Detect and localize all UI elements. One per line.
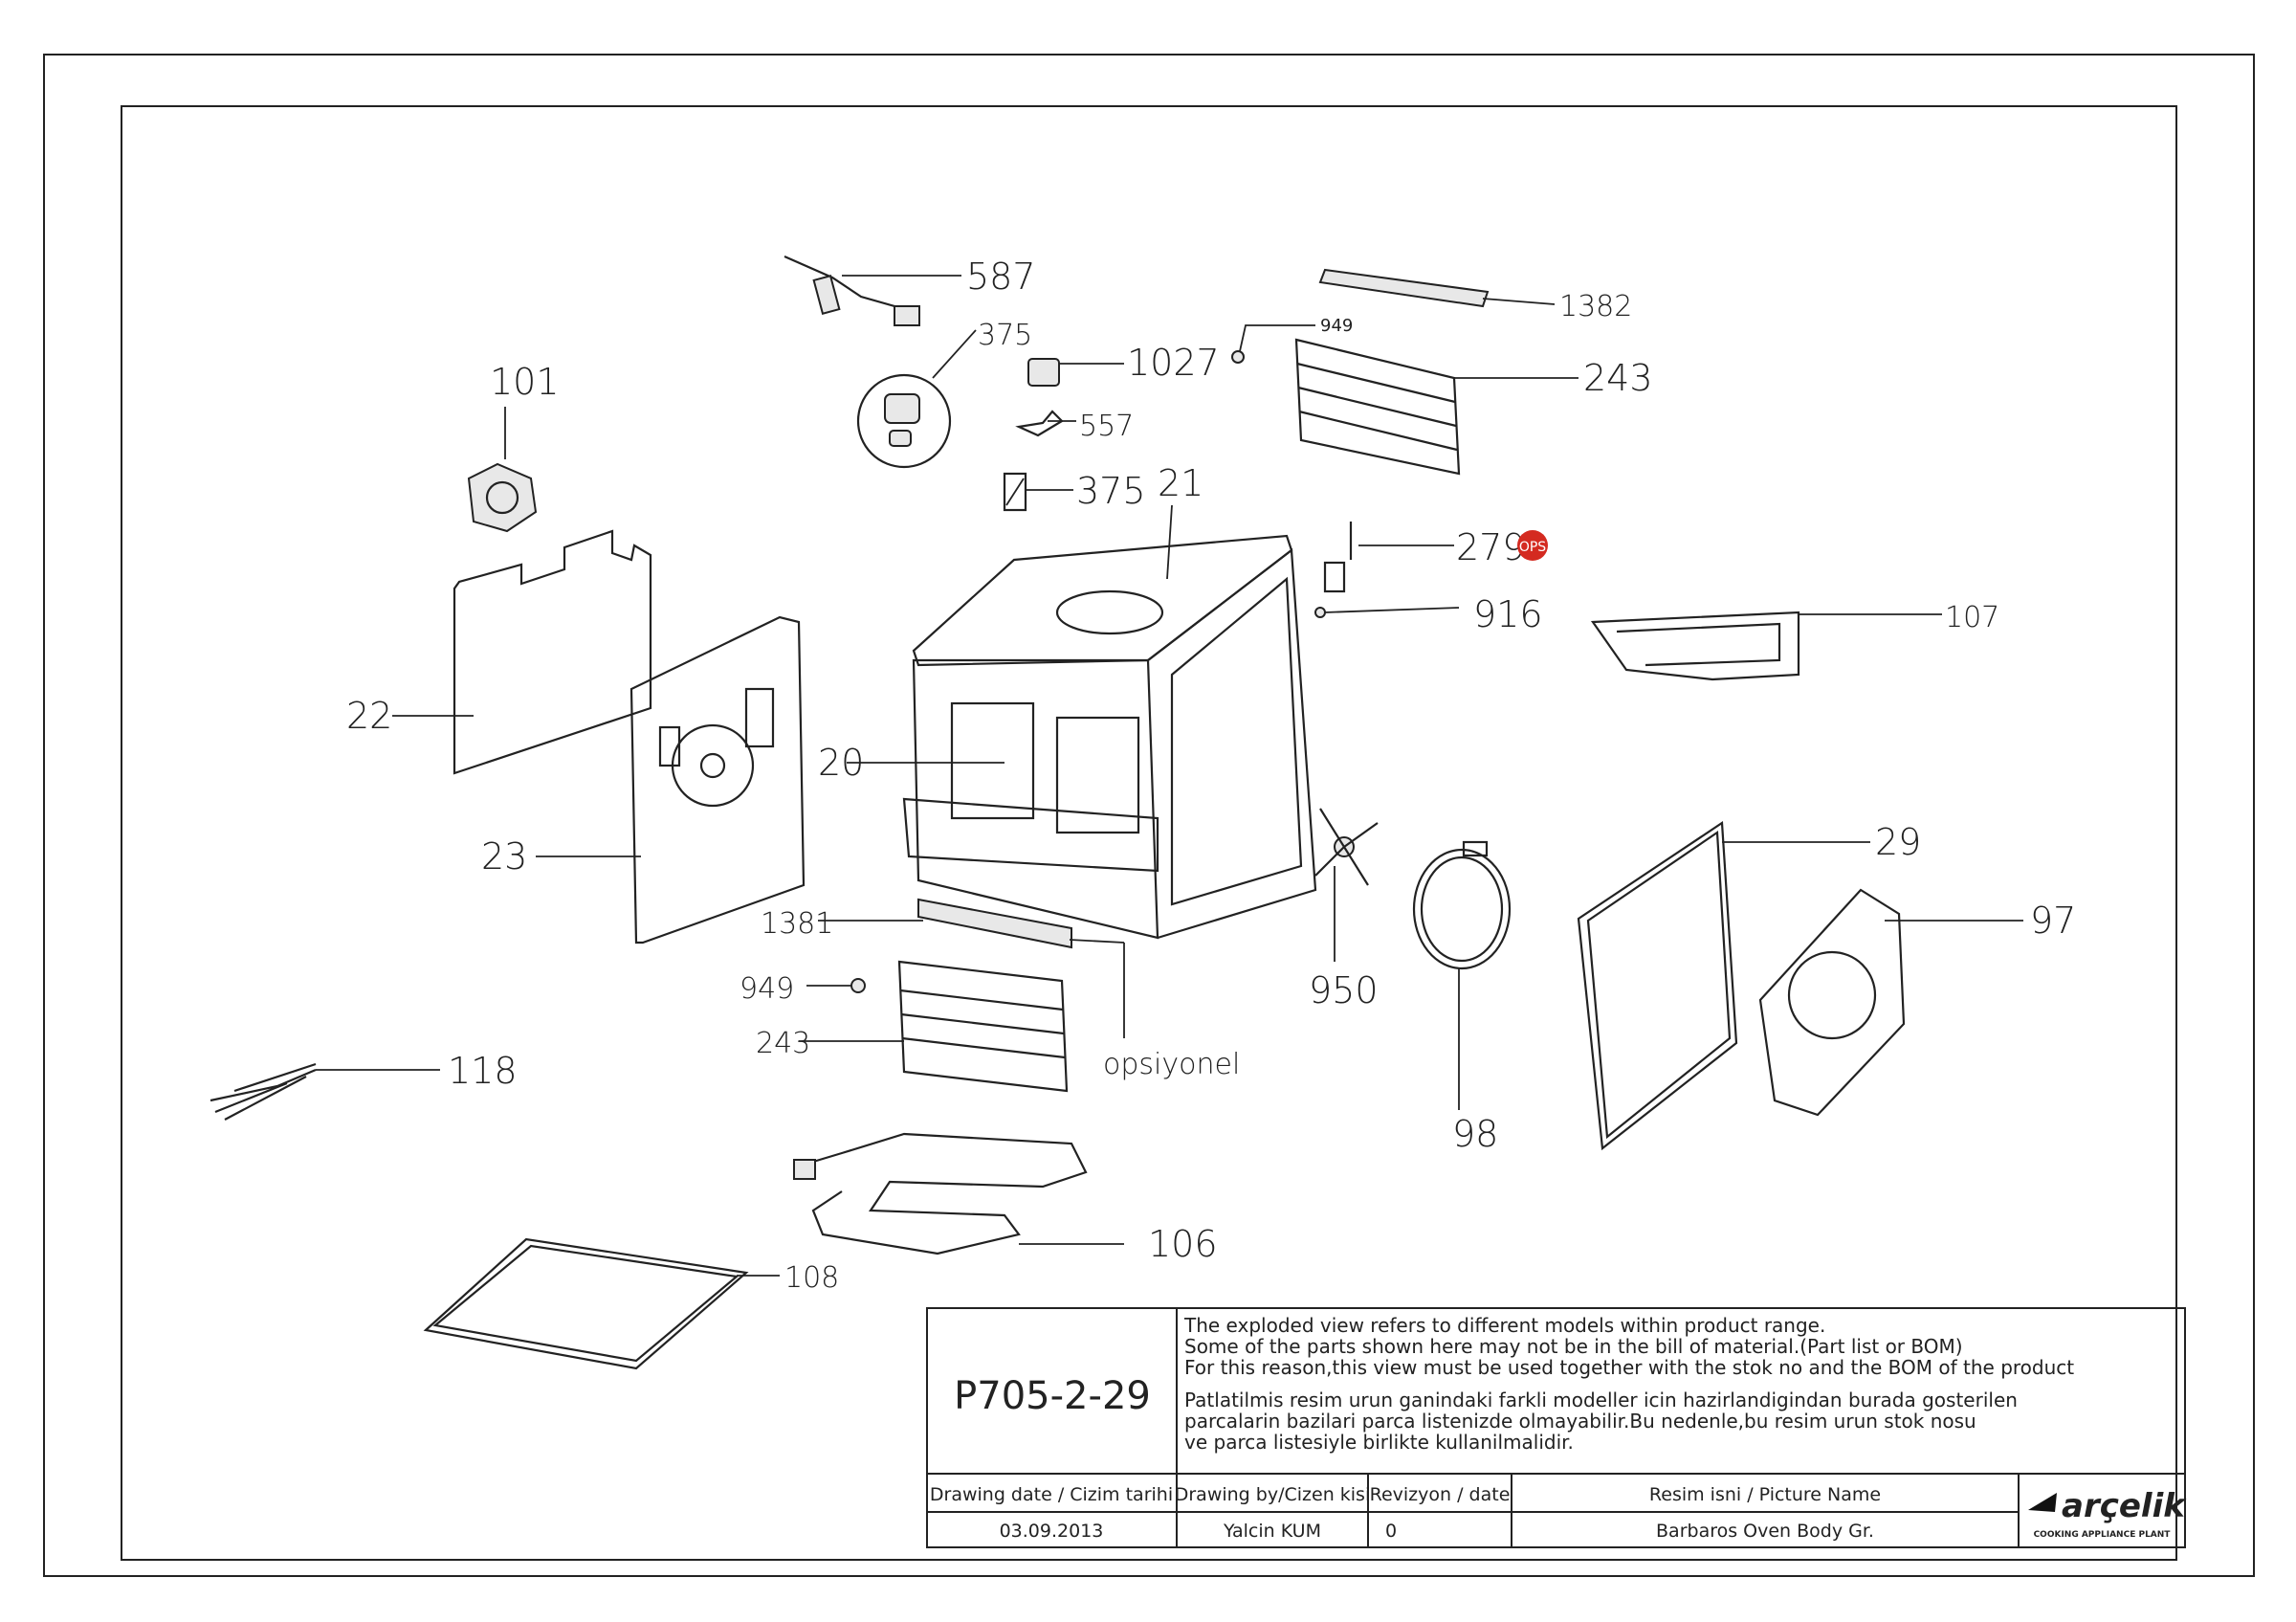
label-950: 950 [1309, 969, 1379, 1011]
part-101-fan-motor [467, 407, 538, 533]
part-557 [1015, 410, 1076, 437]
label-20: 20 [818, 742, 864, 784]
ops-badge [1517, 530, 1548, 561]
value-drawing-date: 03.09.2013 [1000, 1521, 1104, 1542]
title-block [926, 1307, 2186, 1548]
label-587: 587 [966, 256, 1036, 298]
outer-frame [43, 54, 2255, 1577]
label-118: 118 [448, 1050, 518, 1092]
part-23-back-panel [536, 615, 806, 944]
part-20-cavity-body [847, 547, 1317, 940]
brand-logo-mark [2028, 1493, 2057, 1512]
label-375-lamp: 375 [978, 319, 1032, 352]
value-picture-name: Barbaros Oven Body Gr. [1656, 1521, 1874, 1542]
note-tr-2: parcalarin bazilari parca listenizde olm… [1184, 1410, 1976, 1433]
label-949-top: 949 [1320, 316, 1353, 336]
part-375-lamp [856, 329, 977, 469]
note-tr-1: Patlatilmis resim urun ganindaki farkli … [1184, 1389, 2018, 1411]
header-picture-name: Resim isni / Picture Name [1649, 1484, 1881, 1505]
part-1027 [1027, 358, 1124, 387]
label-107: 107 [1945, 601, 1999, 634]
inner-frame [121, 105, 2177, 1561]
part-243-top-shelf [1294, 338, 1578, 476]
label-98: 98 [1452, 1113, 1498, 1155]
label-557: 557 [1079, 410, 1134, 443]
part-950-fan-blade [1314, 808, 1379, 962]
part-106-bottom-element [793, 1132, 1124, 1255]
drawing-code: P705-2-29 [954, 1374, 1151, 1418]
part-1381-rail [818, 898, 1072, 949]
header-revision: Revizyon / date [1370, 1484, 1511, 1505]
brand-plant: COOKING APPLIANCE PLANT [2034, 1530, 2172, 1540]
label-108: 108 [784, 1261, 839, 1295]
value-revision: 0 [1385, 1521, 1397, 1542]
label-opsiyonel: opsiyonel [1103, 1048, 1240, 1081]
value-drawn-by: Yalcin KUM [1223, 1521, 1321, 1542]
part-949-top [1231, 324, 1315, 364]
part-949-bottom [806, 978, 866, 993]
label-243-bottom: 243 [756, 1027, 810, 1060]
part-21-cavity [912, 504, 1293, 667]
part-1382-rail [1318, 268, 1556, 308]
label-1382: 1382 [1559, 290, 1632, 323]
note-en-2: Some of the parts shown here may not be … [1184, 1335, 1963, 1358]
part-587 [784, 255, 961, 326]
part-107-grill-element [1590, 611, 1942, 681]
note-en-3: For this reason,this view must be used t… [1184, 1356, 2074, 1379]
part-375-glass [1003, 472, 1073, 512]
label-101: 101 [490, 361, 560, 403]
part-108-tray [423, 1237, 780, 1370]
note-tr-3: ve parca listesiyle birlikte kullanilmal… [1184, 1431, 1574, 1454]
part-97-rear-cover [1758, 888, 2023, 1117]
header-drawn-by: Drawing by/Cizen kisi [1175, 1484, 1371, 1505]
label-21: 21 [1158, 462, 1203, 504]
part-29-gasket [1577, 821, 1870, 1151]
part-22-insulation [392, 529, 652, 775]
label-29: 29 [1875, 821, 1921, 863]
part-916-screw [1314, 607, 1460, 618]
label-23: 23 [481, 835, 527, 878]
label-243-top: 243 [1583, 357, 1653, 399]
ops-badge-text: OPS [1519, 540, 1546, 555]
label-1381: 1381 [761, 907, 833, 941]
label-949-bottom: 949 [740, 972, 794, 1006]
label-279: 279 [1456, 526, 1526, 568]
brand-name: arçelik [2062, 1487, 2187, 1525]
label-1027: 1027 [1127, 342, 1220, 384]
part-118-wiring [210, 1062, 440, 1121]
label-916: 916 [1473, 593, 1543, 635]
header-drawing-date: Drawing date / Cizim tarihi [930, 1484, 1173, 1505]
part-98-ring [1412, 840, 1512, 1110]
note-en-1: The exploded view refers to different mo… [1183, 1314, 1825, 1337]
label-375-glass: 375 [1076, 470, 1146, 512]
label-97: 97 [2030, 900, 2076, 942]
part-243-bottom-shelf [799, 960, 1069, 1093]
brand-logo: arçelik COOKING APPLIANCE PLANT [2028, 1487, 2187, 1540]
label-106: 106 [1148, 1223, 1218, 1265]
part-279 [1323, 522, 1454, 593]
label-22: 22 [346, 695, 392, 737]
